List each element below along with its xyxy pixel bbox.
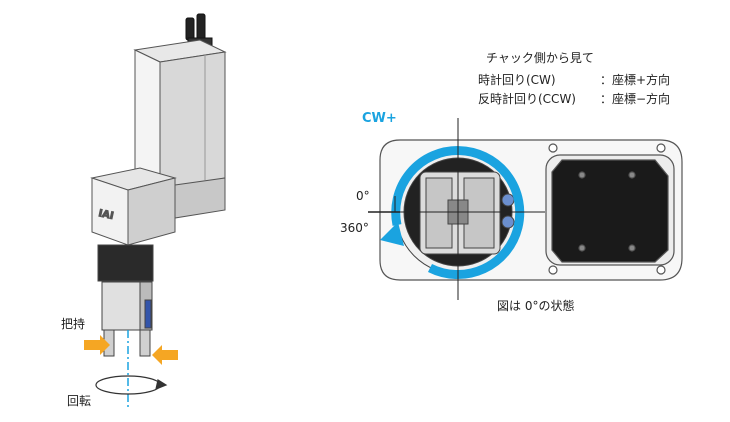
- grip-arrows: [84, 335, 178, 365]
- angle-0-label: 0°: [356, 189, 370, 203]
- angle-360-label: 360°: [340, 221, 369, 235]
- cw-plus-label: CW+: [362, 111, 397, 126]
- rotary-housing: IAI: [90, 167, 226, 246]
- grip-label: 把持: [61, 317, 86, 331]
- state-caption: 図は 0°の状態: [497, 299, 575, 313]
- rotation-arrow: [95, 375, 168, 395]
- actuator-body: [133, 39, 227, 191]
- note-cw-coord: ：座標+方向: [600, 73, 671, 87]
- cw-rotation-ring: [380, 146, 525, 279]
- note-cw: 時計回り(CW): [478, 73, 556, 87]
- note-line1: チャック側から見て: [486, 51, 594, 65]
- note-ccw: 反時計回り(CCW): [478, 92, 576, 106]
- note-ccw-coord: ：座標−方向: [600, 92, 671, 106]
- svg-text:IAI: IAI: [97, 208, 114, 222]
- gripper-unit: [97, 244, 154, 357]
- rotation-label: 回転: [67, 394, 92, 408]
